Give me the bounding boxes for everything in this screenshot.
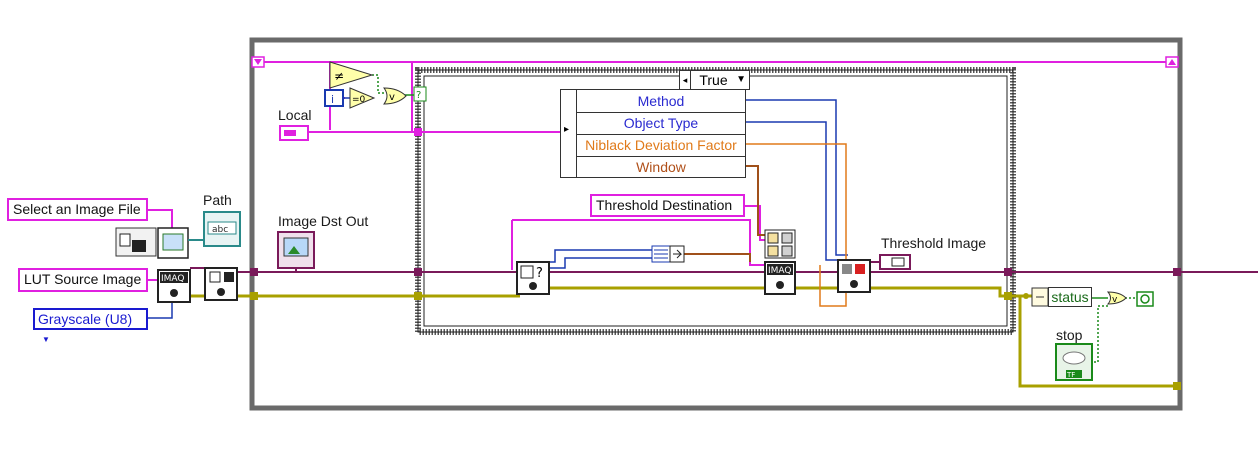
imaq-local-threshold-node[interactable]: IMAQ bbox=[764, 229, 796, 295]
lut-source-image-control[interactable]: LUT Source Image bbox=[18, 268, 148, 292]
svg-text:IMAQ: IMAQ bbox=[161, 274, 185, 284]
svg-text:?: ? bbox=[416, 90, 421, 101]
svg-text:?: ? bbox=[536, 266, 543, 281]
or-node[interactable]: v bbox=[383, 87, 407, 105]
svg-text:i: i bbox=[331, 93, 334, 106]
svg-text:v: v bbox=[1112, 295, 1118, 305]
path-indicator: abc bbox=[203, 211, 241, 247]
grayscale-label: Grayscale (U8) bbox=[38, 311, 133, 327]
chevron-down-icon[interactable]: ▼ bbox=[736, 74, 746, 85]
info-i-constant[interactable]: i bbox=[324, 89, 344, 107]
shift-register-left[interactable] bbox=[251, 56, 265, 68]
image-wires bbox=[190, 261, 1258, 273]
shift-register-right[interactable] bbox=[1165, 56, 1179, 68]
bundle-field-method[interactable]: Method bbox=[577, 90, 745, 113]
imaq-create-node[interactable]: IMAQ bbox=[157, 269, 191, 303]
image-dst-out-label: Image Dst Out bbox=[278, 213, 369, 229]
case-prev-icon[interactable]: ◂ bbox=[680, 71, 691, 89]
case-selector[interactable]: ◂ True ▼ bbox=[679, 70, 750, 90]
bundle-field-object-type[interactable]: Object Type bbox=[577, 112, 745, 135]
chevron-down-icon[interactable]: ▼ bbox=[42, 335, 50, 344]
brown-wires bbox=[684, 165, 770, 262]
svg-text:=0: =0 bbox=[352, 95, 366, 105]
imaq-read-file-node[interactable] bbox=[204, 267, 238, 301]
svg-text:IMAQ: IMAQ bbox=[768, 266, 792, 276]
equal-zero-node[interactable]: =0 bbox=[349, 87, 376, 109]
while-loop-frame bbox=[249, 37, 1183, 411]
threshold-destination-control[interactable]: Threshold Destination bbox=[590, 194, 745, 217]
bundle-field-window[interactable]: Window bbox=[636, 159, 686, 175]
svg-text:≠: ≠ bbox=[334, 69, 344, 83]
green-wires-solid bbox=[404, 94, 1108, 299]
local-label: Local bbox=[278, 107, 312, 123]
select-image-file-control[interactable]: Select an Image File bbox=[7, 198, 148, 221]
bundle-input-handle[interactable]: ▸ bbox=[561, 90, 577, 177]
bundle-field-niblack[interactable]: Niblack Deviation Factor bbox=[577, 134, 745, 157]
error-wires bbox=[190, 286, 1176, 388]
message-dialog-node[interactable] bbox=[157, 227, 189, 259]
svg-text:v: v bbox=[389, 92, 395, 103]
orange-wires bbox=[746, 143, 847, 307]
svg-text:TF: TF bbox=[1066, 371, 1075, 379]
path-label: Path bbox=[203, 192, 232, 208]
local-enum-control[interactable] bbox=[279, 125, 309, 141]
threshold-image-indicator bbox=[879, 254, 911, 270]
bundle-by-name-node[interactable]: ▸ Method Object Type Niblack Deviation F… bbox=[560, 89, 746, 178]
file-dialog-node[interactable] bbox=[115, 227, 157, 257]
case-label: True bbox=[699, 72, 728, 88]
image-info-node[interactable]: ? bbox=[516, 261, 550, 295]
threshold-image-label: Threshold Image bbox=[881, 235, 987, 251]
grayscale-enum-control[interactable]: Grayscale (U8) ▼ bbox=[33, 308, 148, 344]
stop-label: stop bbox=[1056, 327, 1083, 343]
error-unbundle-node[interactable] bbox=[1031, 287, 1049, 307]
numeric-bundle-node[interactable] bbox=[651, 245, 685, 263]
status-unbundle-field[interactable]: status bbox=[1048, 287, 1092, 307]
loop-condition-terminal[interactable] bbox=[1136, 291, 1154, 307]
green-wires bbox=[372, 74, 1137, 363]
bool-case-selector[interactable]: ? bbox=[413, 86, 427, 102]
stop-button-control[interactable]: TF bbox=[1055, 343, 1093, 381]
imaq-threshold-output-node[interactable] bbox=[837, 259, 871, 293]
or-status-node[interactable]: v bbox=[1106, 291, 1127, 305]
arrow-right-icon: ▸ bbox=[564, 124, 570, 135]
image-dst-out-indicator bbox=[277, 231, 315, 272]
svg-text:abc: abc bbox=[212, 225, 228, 235]
not-equal-node[interactable]: ≠ bbox=[329, 61, 374, 89]
